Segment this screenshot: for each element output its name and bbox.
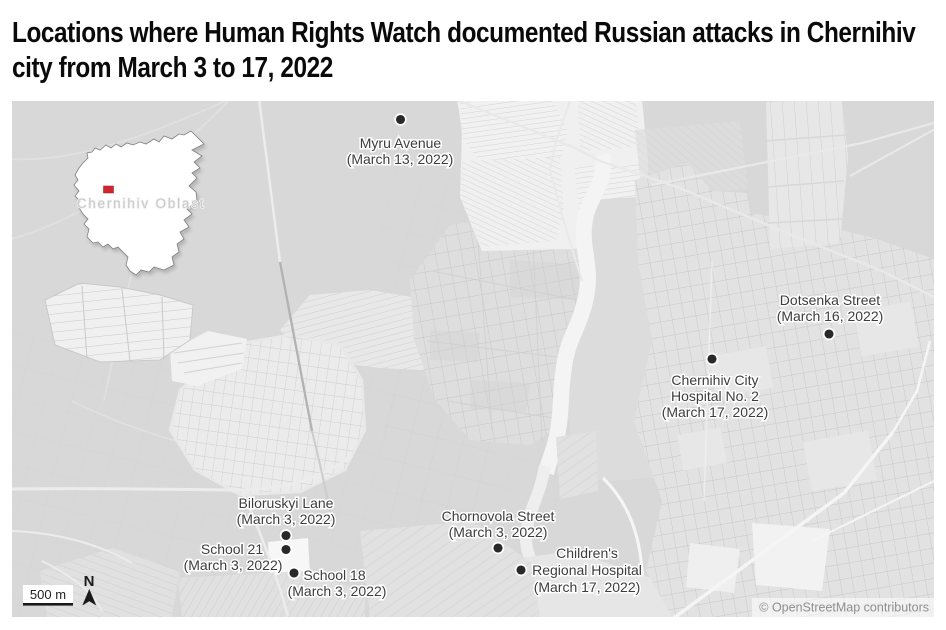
svg-text:500 m: 500 m [30,587,66,602]
svg-text:(March 3, 2022): (March 3, 2022) [184,557,283,573]
svg-text:(March 17, 2022): (March 17, 2022) [534,579,641,595]
svg-text:© OpenStreetMap contributors: © OpenStreetMap contributors [759,601,929,615]
svg-text:(March 16, 2022): (March 16, 2022) [777,308,884,324]
svg-text:Biloruskyi Lane: Biloruskyi Lane [239,495,334,511]
svg-text:Children's: Children's [556,545,618,561]
svg-text:Hospital No. 2: Hospital No. 2 [671,388,759,404]
svg-text:Chernihiv Oblast: Chernihiv Oblast [77,196,206,211]
svg-text:(March 3, 2022): (March 3, 2022) [237,511,336,527]
svg-text:(March 3, 2022): (March 3, 2022) [288,583,387,599]
svg-text:(March 3, 2022): (March 3, 2022) [449,524,548,540]
svg-text:Chornovola Street: Chornovola Street [442,508,555,524]
svg-text:School 21: School 21 [201,541,263,557]
svg-text:School 18: School 18 [303,567,365,583]
svg-text:Regional Hospital: Regional Hospital [532,562,642,578]
svg-text:(March 13, 2022): (March 13, 2022) [347,151,454,167]
svg-text:Dotsenka Street: Dotsenka Street [780,292,880,308]
svg-text:Chernihiv City: Chernihiv City [671,372,758,388]
svg-text:N: N [84,573,95,590]
svg-text:Myru Avenue: Myru Avenue [360,135,442,151]
svg-text:(March 17, 2022): (March 17, 2022) [662,404,769,420]
